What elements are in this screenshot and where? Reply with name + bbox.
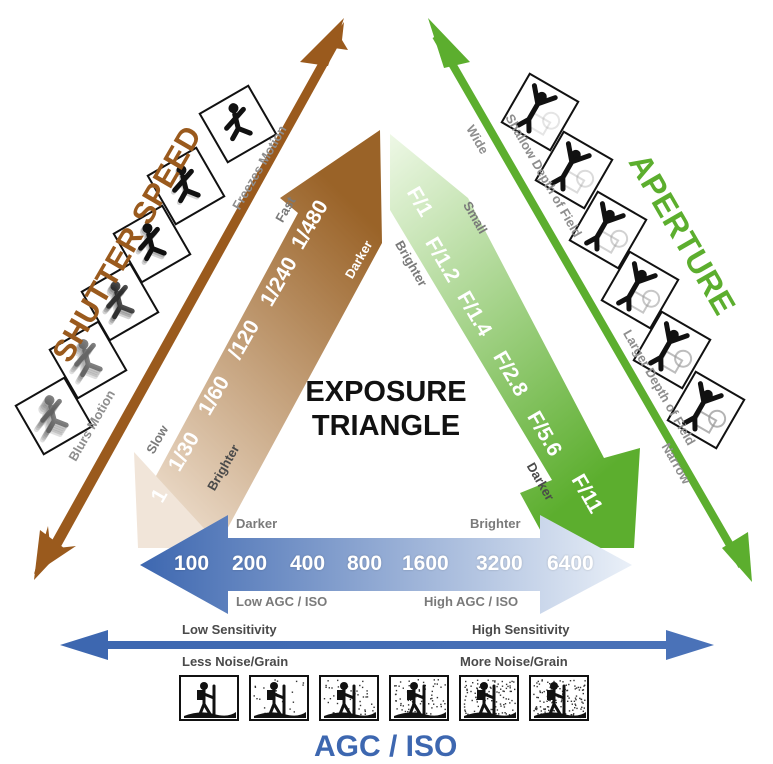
iso-outer-arrow [60,630,714,660]
running-figure-icon [33,404,63,443]
noise-frame [459,675,519,721]
running-figure-icon [104,283,134,322]
iso-value-1600: 1600 [402,552,449,575]
person-icon [682,381,724,432]
running-figure-icon [72,341,102,380]
dof-frame [534,130,614,210]
dof-frame [600,250,680,330]
running-figure-icon [135,226,165,265]
shutter-inner-arrow [134,130,382,548]
noise-frame [319,675,379,721]
runner-frame [14,376,94,456]
hiker-icon [477,682,496,718]
runner-frame [80,262,160,342]
noise-frame [179,675,239,721]
running-figure-icon [36,400,65,439]
running-figure-icon [138,223,167,262]
iso-value-200: 200 [232,552,268,575]
iso-value-400: 400 [290,552,326,575]
running-figure-icon [172,165,201,204]
more-noise-label: More Noise/Grain [460,654,568,669]
shutter-frames [14,84,278,456]
person-icon [550,141,592,192]
hiker-icon [197,682,216,718]
low-sensitivity-label: Low Sensitivity [182,622,277,637]
hiker-icon [267,682,286,718]
running-figure-icon [37,398,67,437]
iso-value-6400: 6400 [547,552,594,575]
runner-frame [146,146,226,226]
noise-frame [389,675,449,721]
shutter-outer-arrow [34,18,348,580]
running-figure-icon [71,342,101,381]
running-figure-icon [38,397,68,436]
dof-frame [568,190,648,270]
person-icon [584,201,626,252]
person-icon [616,261,658,312]
running-figure-icon [35,402,64,441]
person-icon [648,321,690,372]
hiker-icon [407,682,426,718]
iso-darker-label: Darker [236,516,278,531]
running-figure-icon [69,346,98,385]
less-noise-label: Less Noise/Grain [182,654,289,669]
noise-frame [529,675,589,721]
title-line-2: TRIANGLE [311,410,461,442]
running-figure-icon [170,167,200,206]
dof-frame [632,310,712,390]
runner-frame [198,84,278,164]
aperture-inner-arrow [390,134,640,548]
iso-value-3200: 3200 [476,552,523,575]
hiker-icon [337,682,356,718]
running-figure-icon [40,395,69,434]
aperture-frames [500,72,746,450]
aperture-outer-arrow [428,18,752,582]
running-figure-icon [136,225,166,264]
dof-frame [500,72,580,152]
runner-frame [112,204,192,284]
running-figure-icon [74,339,103,378]
iso-value-100: 100 [174,552,210,575]
runner-frame [48,320,128,400]
iso-brighter-label: Brighter [470,516,521,531]
running-figure-icon [70,344,99,383]
high-sensitivity-label: High Sensitivity [472,622,570,637]
running-figure-icon [102,286,131,325]
running-figure-icon [224,103,253,142]
dof-frame [666,370,746,450]
running-figure-icon [106,281,135,320]
noise-frame [249,675,309,721]
iso-inner-arrow [140,515,632,614]
iso-frames [179,675,589,721]
person-icon [516,83,558,134]
iso-value-800: 800 [347,552,383,575]
low-agc-label: Low AGC / ISO [236,594,328,609]
running-figure-icon [103,284,133,323]
title-line-1: EXPOSURE [305,376,467,408]
high-agc-label: High AGC / ISO [424,594,519,609]
hiker-icon [547,682,566,718]
agc-iso-label: AGC / ISO [314,730,458,763]
